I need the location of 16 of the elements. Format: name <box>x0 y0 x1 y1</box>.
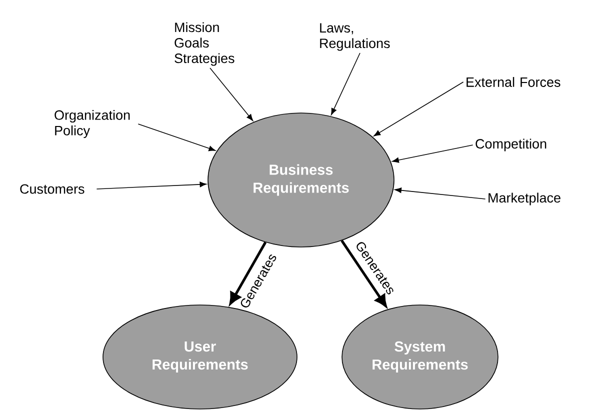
source-label: Marketplace <box>488 192 560 206</box>
source-label: Laws, Regulations <box>320 23 390 51</box>
source-label: Organization Policy <box>54 110 130 138</box>
arrow <box>392 144 474 163</box>
arrow <box>374 82 464 136</box>
arrow <box>229 242 267 304</box>
arrow <box>330 52 360 115</box>
arrow <box>394 188 486 200</box>
source-label: Mission Goals Strategies <box>174 22 234 66</box>
arrow <box>138 124 216 152</box>
arrow <box>96 182 207 190</box>
arrow <box>210 68 254 121</box>
arrow <box>340 240 387 307</box>
source-label: Competition <box>476 138 546 152</box>
source-label: External Forces <box>466 77 560 87</box>
source-label: Customers <box>20 184 84 194</box>
